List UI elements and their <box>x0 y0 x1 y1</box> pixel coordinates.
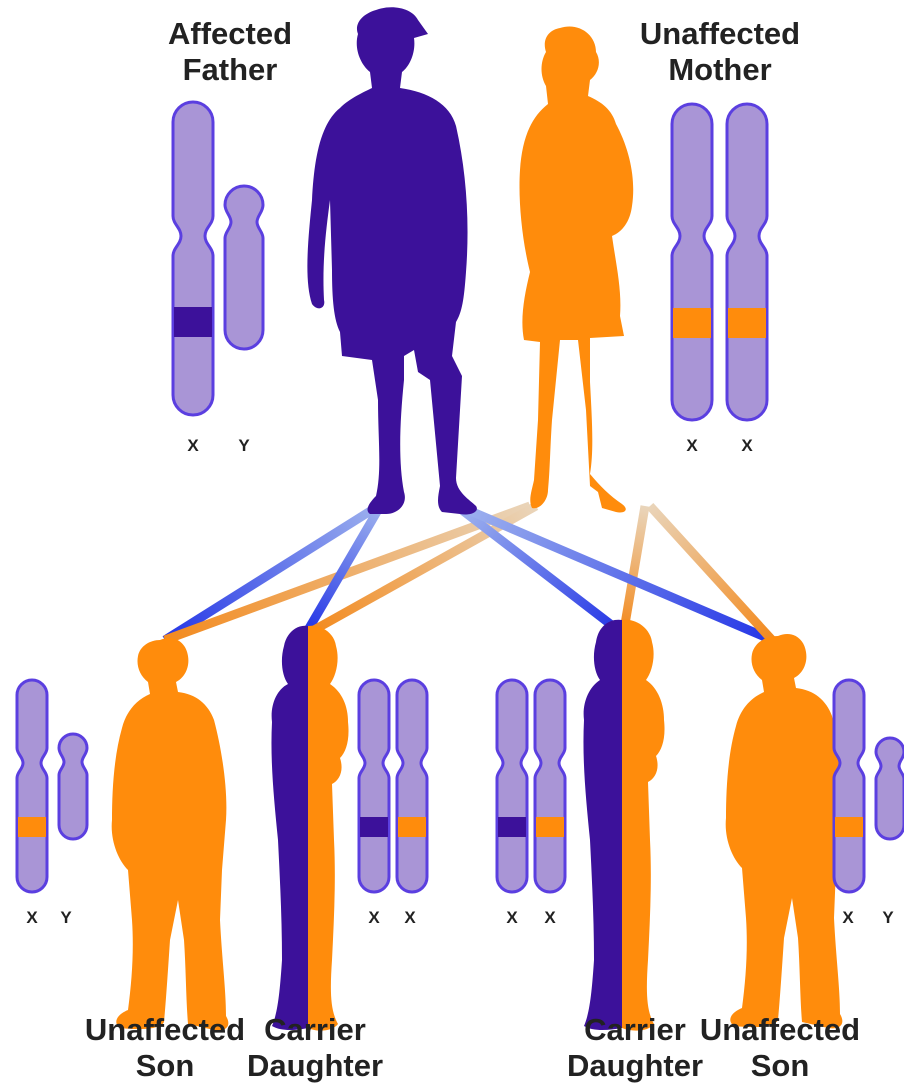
normal-gene-band <box>536 817 564 837</box>
son-2-chromosome-y <box>874 736 904 841</box>
line-mother-to-son-2 <box>646 502 776 644</box>
affected-gene-band <box>498 817 526 837</box>
daughter-2-chromosome-label-x-2: X <box>544 908 556 927</box>
line-father-to-son-1 <box>162 506 375 644</box>
father-title-line1: Affected <box>167 16 292 51</box>
normal-gene-band <box>835 817 863 837</box>
child-2-title-line1: Carrier <box>264 1012 366 1047</box>
daughter-2-chromosome-x-2 <box>533 678 567 894</box>
chromosome-x <box>395 678 429 894</box>
line-father-to-daughter-1 <box>304 507 382 633</box>
father-title: Affected Father <box>130 16 330 88</box>
child-3-title-line2: Daughter <box>566 1048 704 1083</box>
mother-chromosome-label-x-2: X <box>741 436 753 455</box>
daughter-1-chromosome-label-x-2: X <box>404 908 416 927</box>
child-3-title-line1: Carrier <box>584 1012 686 1047</box>
child-1-title-line1: Unaffected <box>84 1012 246 1047</box>
chromosome-x <box>15 678 49 894</box>
mother-silhouette <box>519 26 634 513</box>
son-1-chromosome-label-x: X <box>26 908 38 927</box>
line-father-to-son-2 <box>466 505 774 645</box>
daughter-2-chromosome-label-x-1: X <box>506 908 518 927</box>
father-chromosome-label-y: Y <box>238 436 250 455</box>
daughter-1-silhouette <box>271 625 349 1031</box>
son-2-chromosome-x <box>832 678 866 894</box>
line-father-to-daughter-2 <box>459 506 621 634</box>
daughter-2-chromosome-x-1 <box>495 678 529 894</box>
normal-gene-band <box>398 817 426 837</box>
child-4-title-line2: Son <box>750 1048 810 1083</box>
son-1-chromosome-x <box>15 678 49 894</box>
chromosome-x <box>495 678 529 894</box>
daughter-1-chromosome-x-1 <box>357 678 391 894</box>
father-chromosome-x <box>171 100 215 417</box>
child-1-title: Unaffected Son <box>75 1012 255 1084</box>
mother-title-line1: Unaffected <box>639 16 801 51</box>
chromosome-x <box>670 102 714 422</box>
chromosome-x <box>171 100 215 417</box>
chromosome-x <box>725 102 769 422</box>
chromosome-y <box>57 732 89 841</box>
child-4-title: Unaffected Son <box>690 1012 870 1084</box>
mother-chromosome-label-x-1: X <box>686 436 698 455</box>
child-4-title-line1: Unaffected <box>699 1012 861 1047</box>
child-3-title: Carrier Daughter <box>555 1012 715 1084</box>
father-chromosome-label-x: X <box>187 436 199 455</box>
father-title-line2: Father <box>182 52 278 87</box>
line-mother-to-son-1 <box>163 501 532 645</box>
father-chromosome-y <box>223 184 265 351</box>
son-2-chromosome-label-x: X <box>842 908 854 927</box>
chromosome-x <box>357 678 391 894</box>
son-2-silhouette <box>725 633 843 1029</box>
child-1-title-line2: Son <box>135 1048 195 1083</box>
son-1-silhouette <box>111 637 229 1031</box>
chromosome-y <box>874 736 904 841</box>
son-2-chromosome-label-y: Y <box>882 908 894 927</box>
line-mother-to-daughter-2 <box>619 505 650 631</box>
normal-gene-band <box>18 817 46 837</box>
daughter-1-chromosome-x-2 <box>395 678 429 894</box>
normal-gene-band <box>673 308 711 338</box>
daughter-1-chromosome-label-x-1: X <box>368 908 380 927</box>
chromosome-x <box>533 678 567 894</box>
father-silhouette <box>307 7 477 515</box>
mother-title-line2: Mother <box>668 52 772 87</box>
mother-chromosome-x-2 <box>725 102 769 422</box>
child-2-title-line2: Daughter <box>246 1048 384 1083</box>
affected-gene-band <box>174 307 212 337</box>
chromosome-x <box>832 678 866 894</box>
inheritance-lines <box>162 501 776 645</box>
son-1-chromosome-y <box>57 732 89 841</box>
son-1-chromosome-label-y: Y <box>60 908 72 927</box>
mother-chromosome-x-1 <box>670 102 714 422</box>
affected-gene-band <box>360 817 388 837</box>
chromosome-y <box>223 184 265 351</box>
daughter-2-silhouette <box>583 619 665 1031</box>
normal-gene-band <box>728 308 766 338</box>
mother-title: Unaffected Mother <box>610 16 830 88</box>
child-2-title: Carrier Daughter <box>235 1012 395 1084</box>
